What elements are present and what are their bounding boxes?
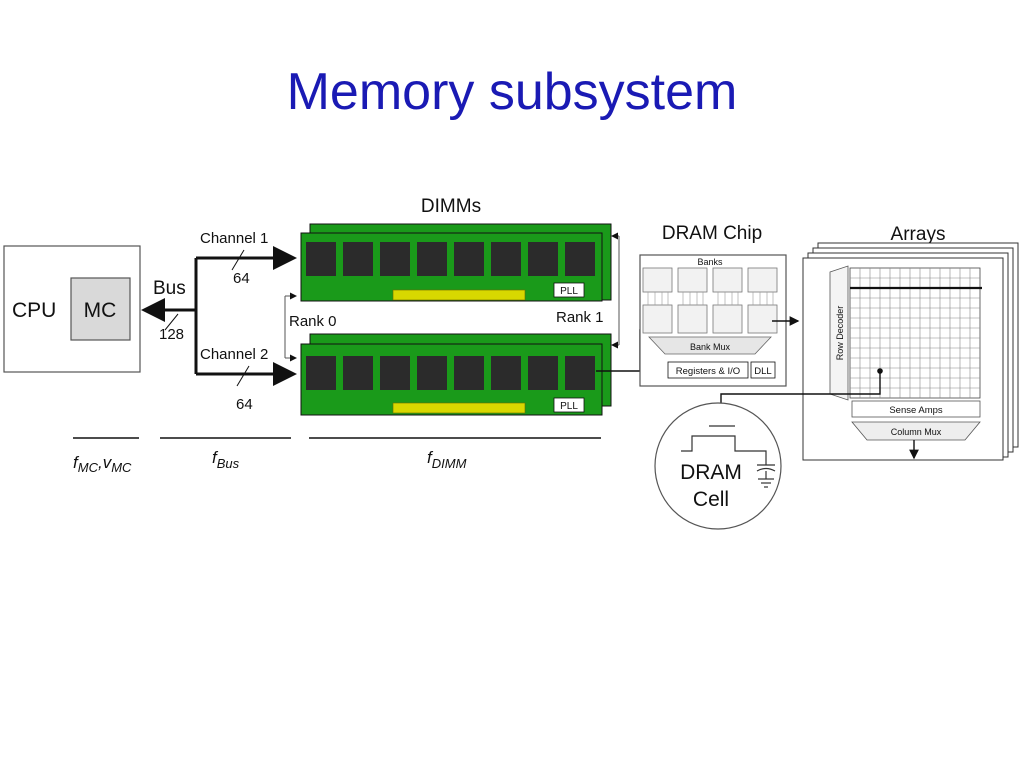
pll-box (553, 397, 585, 413)
column-mux (851, 421, 981, 441)
dram-chip (528, 356, 558, 390)
dimm-channel-1: PLL (300, 223, 612, 302)
registers-io-label: Registers & I/O (676, 366, 740, 377)
sense-amps-box (851, 400, 981, 418)
cell-array-grid (849, 267, 981, 399)
channel-1-label: Channel 1 (200, 230, 268, 247)
bank (677, 304, 708, 334)
sense-amps-label: Sense Amps (889, 405, 943, 416)
dimm-channel-2: PLL (300, 333, 612, 416)
transistor-symbol (681, 425, 776, 488)
row-decoder-label: Row Decoder (835, 306, 845, 361)
pll-box (553, 282, 585, 298)
gold-pins (392, 402, 526, 414)
channel-2-width: 64 (236, 396, 253, 413)
dram-cell-line2: Cell (693, 488, 729, 511)
dram-chip (454, 356, 484, 390)
dram-chip (417, 356, 447, 390)
channel-2: Channel 2 64 (196, 346, 297, 413)
column-mux-label: Column Mux (891, 427, 942, 437)
dram-chip (380, 242, 410, 276)
registers-io-box (667, 361, 749, 379)
channel-2-label: Channel 2 (200, 346, 268, 363)
dram-chip (306, 356, 336, 390)
bank (712, 267, 743, 293)
mc-label: MC (84, 299, 117, 322)
bus-block: Bus 128 (141, 258, 198, 374)
dram-chip (565, 242, 595, 276)
dimms-title: DIMMs (421, 196, 481, 217)
dram-chip (380, 356, 410, 390)
cpu-label: CPU (12, 299, 56, 322)
fbus-label: fBus (212, 448, 240, 471)
dram-cell: DRAM Cell (654, 402, 782, 530)
channel-1-width: 64 (233, 270, 250, 287)
cpu-block: CPU MC (3, 245, 141, 373)
dll-box (750, 361, 776, 379)
pll-label: PLL (560, 286, 578, 297)
dram-chip (343, 242, 373, 276)
gold-pins (392, 289, 526, 301)
dram-chip-detail: DRAM Chip Banks Bank Mux Registers & I/O… (639, 223, 787, 387)
dram-chip (417, 242, 447, 276)
rank-0-label: Rank 0 (289, 313, 337, 330)
bank (642, 304, 673, 334)
dram-chip (454, 242, 484, 276)
pll-label: PLL (560, 401, 578, 412)
dram-chip (343, 356, 373, 390)
memory-controller-box (70, 277, 131, 341)
dram-chip-title: DRAM Chip (662, 223, 762, 244)
rank-1-label: Rank 1 (556, 309, 604, 326)
dram-cell-line1: DRAM (680, 461, 742, 484)
channel-1: Channel 1 64 (196, 230, 297, 287)
fmc-vmc-label: fMC,vMC (73, 453, 132, 475)
arrays-title: Arrays (891, 224, 946, 245)
dram-chip (565, 356, 595, 390)
dram-chip (306, 242, 336, 276)
banks-label: Banks (697, 257, 723, 267)
dram-chip (491, 356, 521, 390)
slide-title: Memory subsystem (286, 63, 738, 121)
dram-chip (491, 242, 521, 276)
bank-mux-label: Bank Mux (690, 342, 731, 352)
fdimm-label: fDIMM (427, 448, 467, 471)
bank (747, 304, 778, 334)
dram-chip (528, 242, 558, 276)
bank (642, 267, 673, 293)
bank (712, 304, 743, 334)
arrays-detail: Arrays Row Decoder Sense Amps Column Mux (802, 224, 1019, 461)
bus-label: Bus (153, 278, 186, 299)
bank (677, 267, 708, 293)
row-decoder (829, 265, 849, 401)
dll-label: DLL (754, 366, 771, 377)
bus-width-label: 128 (159, 326, 184, 343)
bank (747, 267, 778, 293)
bank-mux (648, 336, 772, 355)
